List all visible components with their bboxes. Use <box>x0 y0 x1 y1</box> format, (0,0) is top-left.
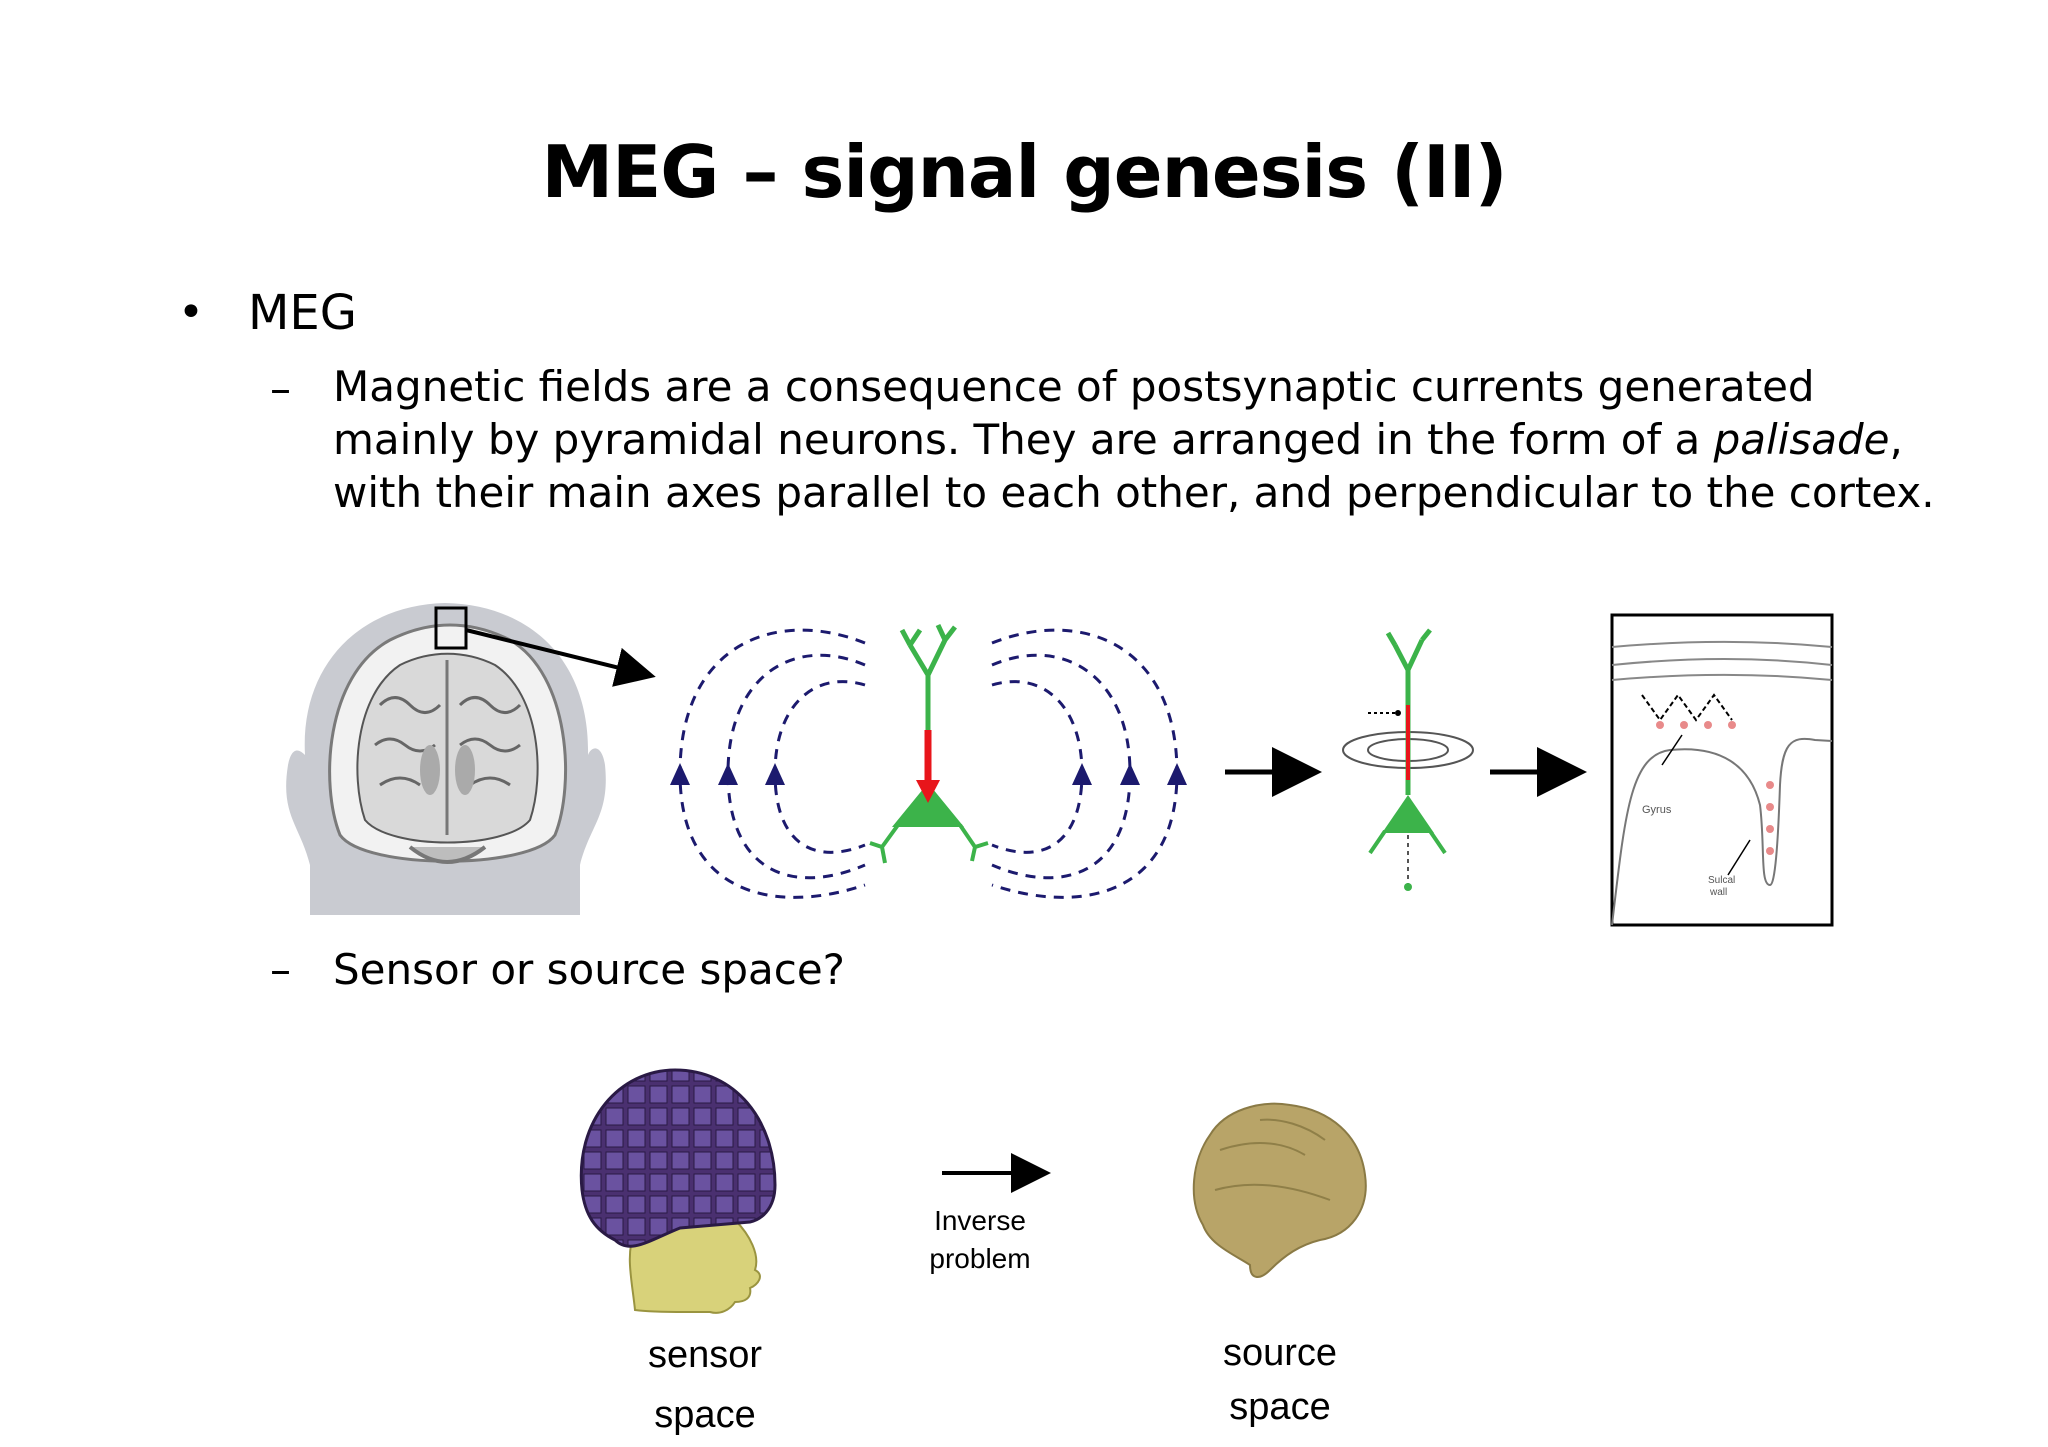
pyramidal-neuron-large <box>869 623 989 864</box>
head-mri-illustration <box>286 603 656 915</box>
dash-marker-2: – <box>270 945 291 994</box>
neuron-field-figure: Gyrus Sulcal wall <box>286 603 1834 927</box>
inverse-label-line1: Inverse <box>934 1205 1026 1236</box>
sub1-line2a: mainly by pyramidal neurons. They are ar… <box>333 415 1714 464</box>
sulcal-label-2: wall <box>1709 887 1727 898</box>
source-label-line2: space <box>1229 1386 1331 1428</box>
cortex-gyrus-panel: Gyrus Sulcal wall <box>1610 613 1834 927</box>
sub-bullet-sensor-source: Sensor or source space? <box>333 945 845 994</box>
sub-bullet-magnetic-fields: Magnetic fields are a consequence of pos… <box>333 360 1935 519</box>
sensor-helmet-head <box>579 1068 777 1314</box>
sensor-label-line1: sensor <box>647 1334 763 1376</box>
gyrus-label: Gyrus <box>1642 804 1672 816</box>
zoom-box <box>434 606 468 650</box>
source-label-line1: source <box>1222 1332 1338 1374</box>
inverse-problem-label: Inverse problem <box>900 1202 1060 1278</box>
sub1-palisade: palisade <box>1713 415 1890 464</box>
sub1-line2: mainly by pyramidal neurons. They are ar… <box>333 413 1935 466</box>
inverse-label-line2: problem <box>929 1243 1031 1274</box>
field-direction-arrowheads <box>670 763 1187 785</box>
bullet-meg: MEG <box>248 285 357 341</box>
bullet-marker: • <box>178 287 204 338</box>
sensor-label-line2: space <box>654 1394 756 1436</box>
pyramidal-neuron-small <box>1342 628 1474 891</box>
sulcal-label-1: Sulcal <box>1708 875 1735 886</box>
source-space-label: source space <box>1180 1326 1380 1434</box>
source-brain <box>1192 1102 1367 1278</box>
dash-marker-1: – <box>270 364 291 413</box>
zoom-arrow <box>465 628 656 687</box>
sub1-line1: Magnetic fields are a consequence of pos… <box>333 362 1815 411</box>
sub1-line3: with their main axes parallel to each ot… <box>333 468 1935 517</box>
sub1-line2c: , <box>1889 415 1903 464</box>
sensor-space-label: sensor space <box>610 1325 800 1445</box>
slide-title: MEG – signal genesis (II) <box>541 130 1507 214</box>
sensor-source-figure <box>579 1068 1367 1314</box>
